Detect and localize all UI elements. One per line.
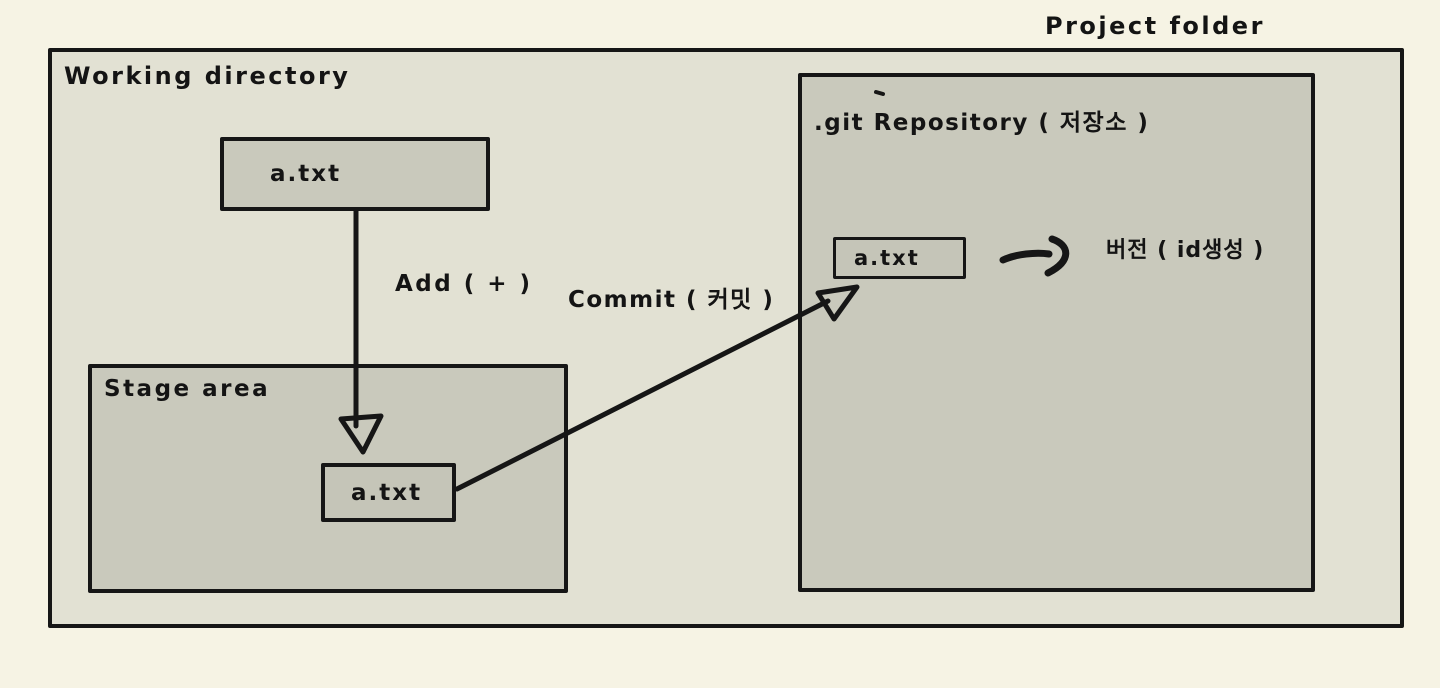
file-label: a.txt [270, 161, 342, 187]
file-label: a.txt [854, 246, 920, 270]
version-note-label: 버전 ( id생성 ) [1106, 238, 1265, 263]
add-arrow-label: Add ( + ) [395, 271, 533, 297]
commit-arrow-label: Commit ( 커밋 ) [568, 287, 775, 313]
file-box-working-directory: a.txt [220, 137, 490, 211]
git-repository-label: .git Repository ( 저장소 ) [814, 110, 1150, 136]
file-box-stage-area: a.txt [321, 463, 456, 522]
working-directory-label: Working directory [64, 62, 351, 90]
stage-area-label: Stage area [104, 376, 271, 402]
project-folder-label: Project folder [1045, 12, 1265, 40]
file-label: a.txt [351, 479, 423, 506]
git-repository-box [798, 73, 1315, 592]
file-box-repository: a.txt [833, 237, 966, 279]
